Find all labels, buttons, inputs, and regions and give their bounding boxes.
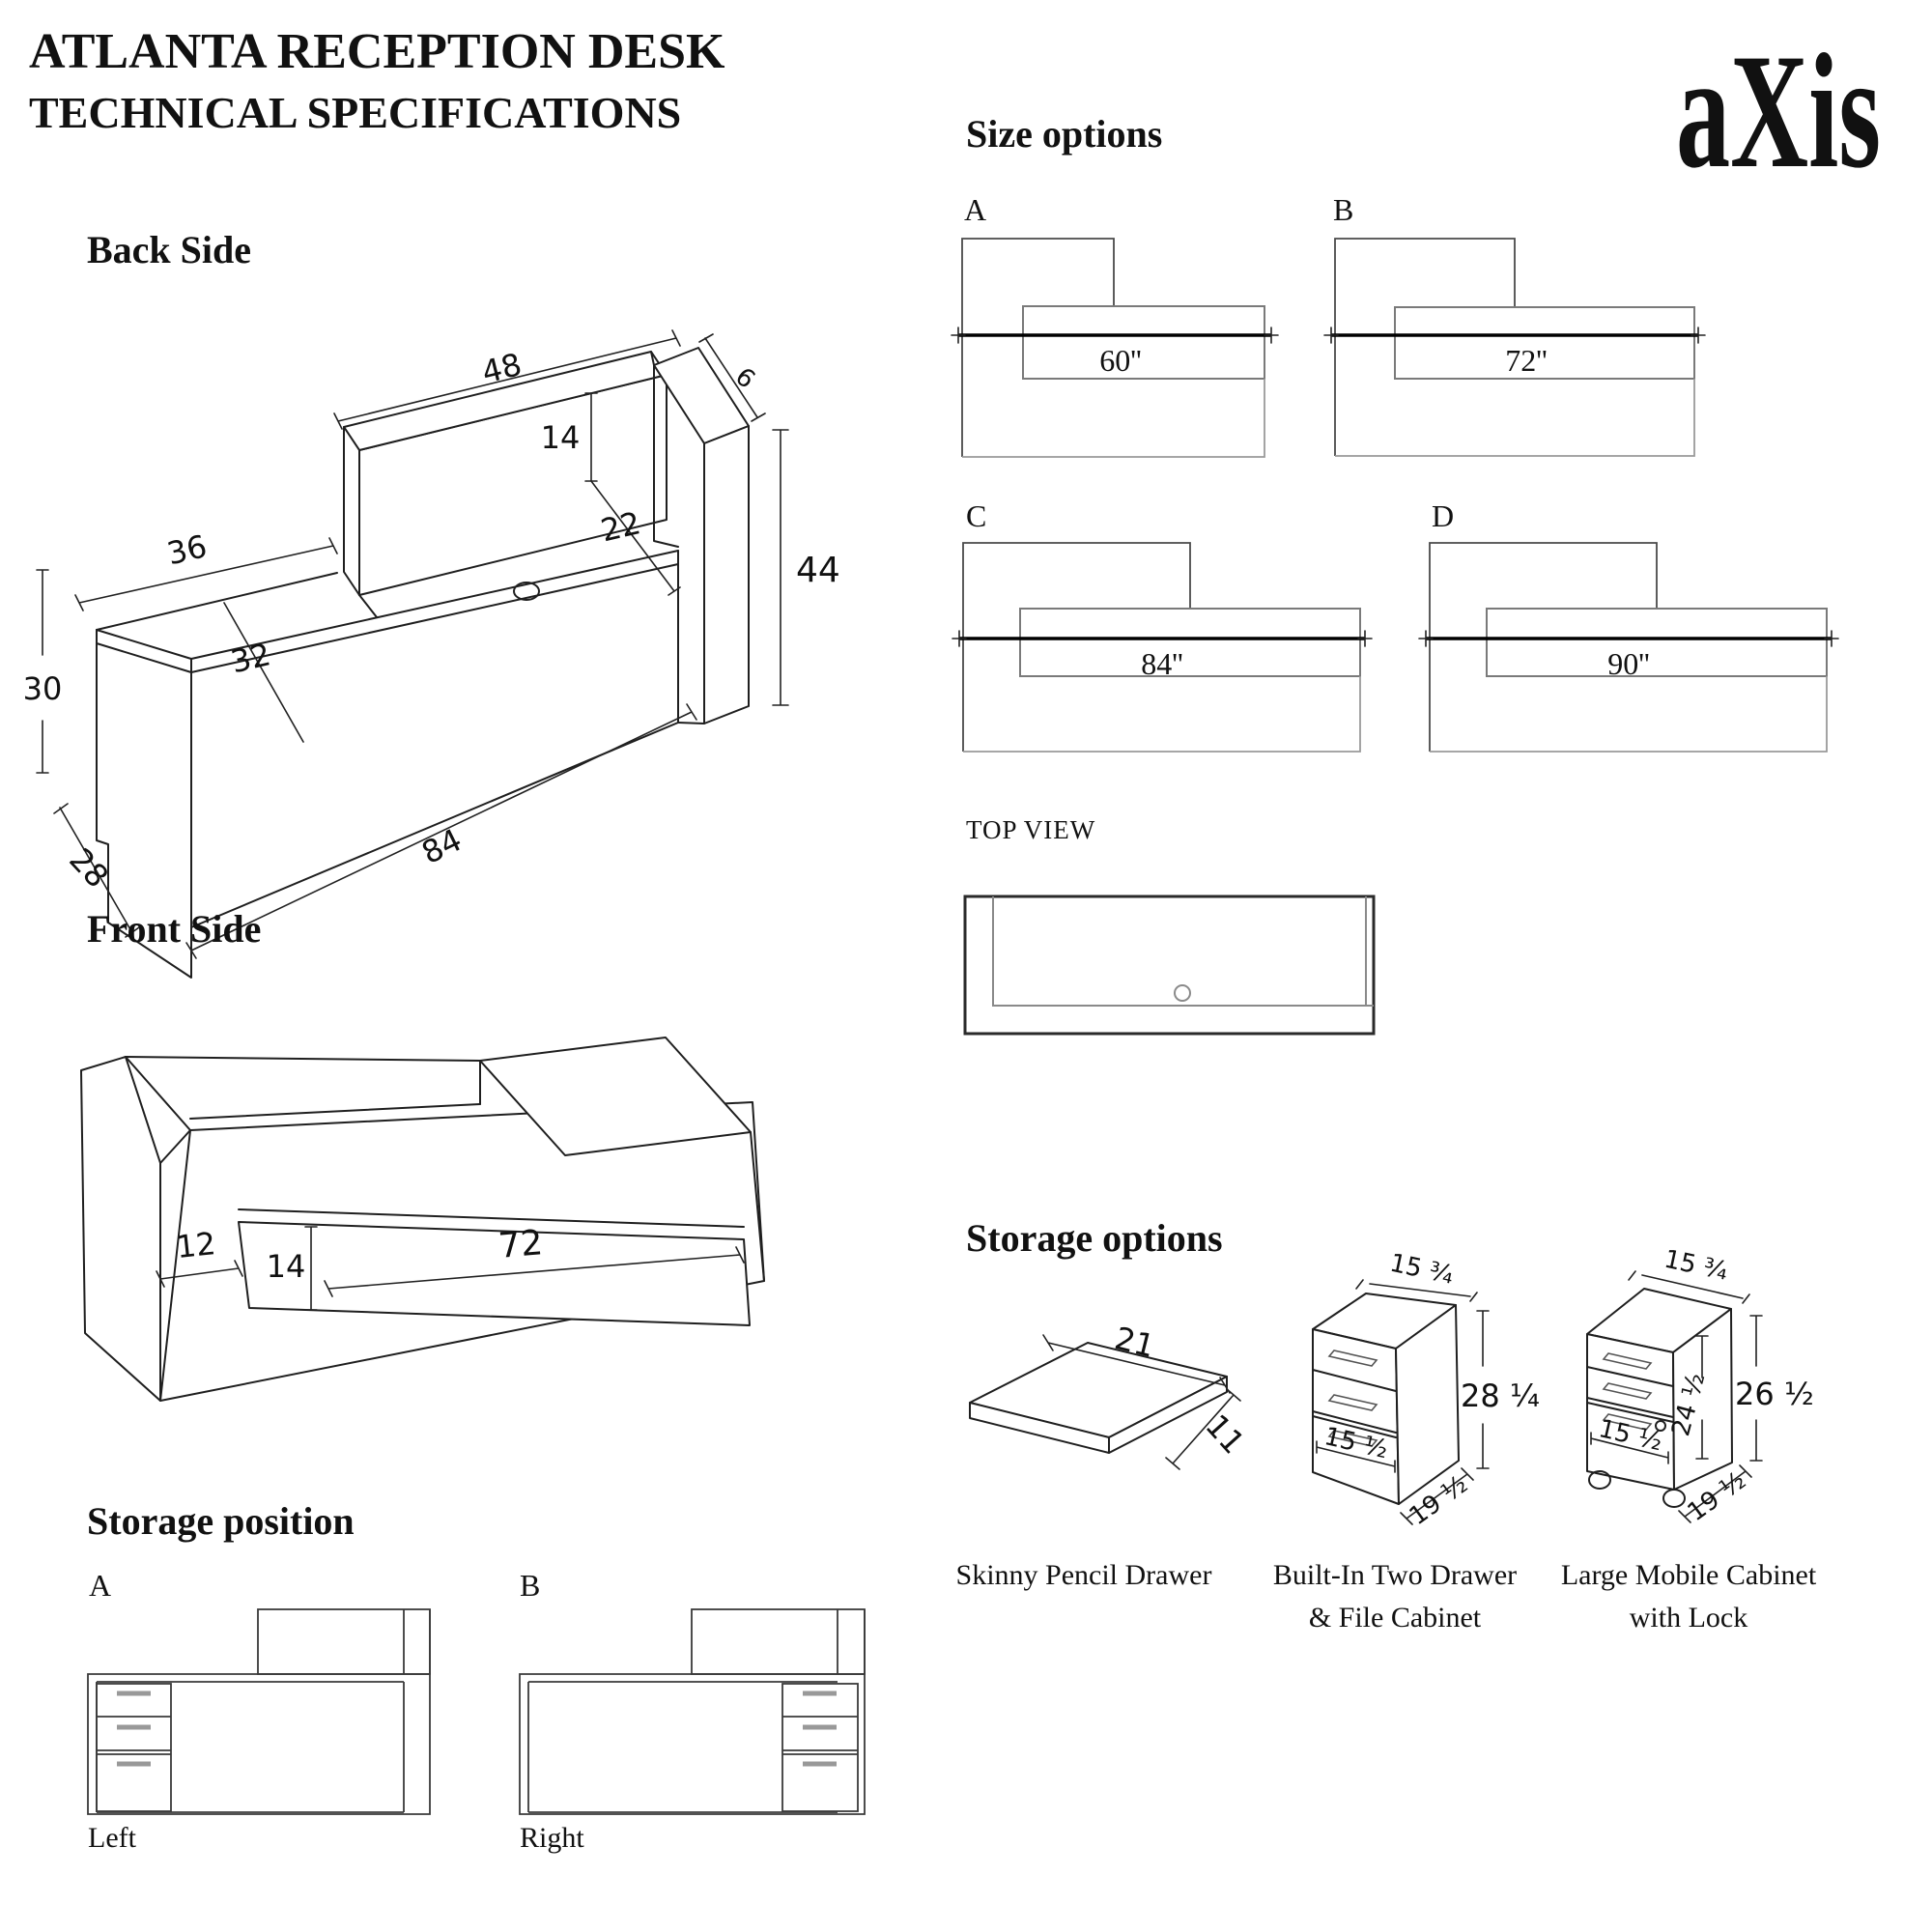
storage-item-mobile-cabinet: 15 ¾ 24 ½ 26 ½ 15 ½ 19 ½ Large Mobile Ca… (1561, 1245, 1817, 1634)
dim-6: 6 (729, 362, 760, 395)
size-option-d: D 90'' (1418, 498, 1839, 753)
dim-30: 30 (23, 670, 63, 707)
storage-item-mobile-label-1: Large Mobile Cabinet (1561, 1559, 1817, 1591)
storage-options-section: Storage options 21 11 Skinny Pencil Draw… (956, 1216, 1817, 1634)
dim-32: 32 (227, 636, 273, 680)
size-option-b-size: 72'' (1505, 343, 1548, 378)
storage-position-a-label: A (89, 1568, 111, 1603)
dim-mobile-top: 15 ¾ (1662, 1245, 1730, 1287)
top-view-section: TOP VIEW (963, 815, 1376, 1036)
storage-position-a-caption: Left (88, 1822, 137, 1854)
size-option-a-label: A (964, 192, 986, 227)
page-subtitle: TECHNICAL SPECIFICATIONS (29, 88, 681, 137)
front-side-section: Front Side 12 14 72 (80, 907, 765, 1402)
dim-builtin-top: 15 ¾ (1387, 1249, 1456, 1291)
brand-logo: aXis (1676, 20, 1881, 202)
size-option-c-label: C (966, 498, 986, 533)
storage-item-mobile-label-2: with Lock (1630, 1602, 1747, 1634)
size-option-d-size: 90'' (1607, 646, 1650, 681)
back-side-section: Back Side 48 (23, 228, 840, 979)
size-options-heading: Size options (966, 112, 1162, 156)
caster-left (1588, 1470, 1611, 1490)
size-option-c: C 84'' (952, 498, 1373, 753)
storage-item-pencil-drawer: 21 11 Skinny Pencil Drawer (956, 1320, 1252, 1591)
size-option-b: B 72'' (1323, 192, 1706, 457)
dim-front-14: 14 (267, 1248, 306, 1285)
dim-36: 36 (163, 527, 210, 572)
front-side-drawing: 12 14 72 (80, 1037, 765, 1402)
storage-position-b-caption: Right (520, 1822, 584, 1854)
page-title: ATLANTA RECEPTION DESK (29, 24, 725, 79)
size-option-c-size: 84'' (1141, 646, 1183, 681)
dim-builtin-height: 28 ¼ (1461, 1378, 1540, 1414)
storage-position-section: Storage position A Left B Right (87, 1499, 866, 1854)
front-side-heading: Front Side (87, 907, 261, 951)
size-option-d-label: D (1432, 498, 1454, 533)
storage-options-heading: Storage options (966, 1216, 1223, 1260)
dim-44: 44 (796, 551, 840, 590)
top-view-heading: TOP VIEW (966, 815, 1095, 844)
dim-mobile-height: 26 ½ (1735, 1376, 1814, 1412)
back-side-heading: Back Side (87, 228, 251, 271)
caster-right (1662, 1489, 1686, 1508)
storage-item-builtin-cabinet: 15 ¾ 28 ¼ 15 ½ 19 ½ Built-In Two Drawer … (1273, 1249, 1540, 1634)
storage-position-b-label: B (520, 1568, 540, 1603)
dim-22: 22 (597, 504, 643, 549)
storage-item-builtin-label-1: Built-In Two Drawer (1273, 1559, 1517, 1591)
size-option-a-size: 60'' (1099, 343, 1142, 378)
back-side-drawing: 48 6 14 22 36 32 30 28 84 (23, 329, 840, 979)
top-view-drawing (963, 895, 1376, 1036)
storage-item-pencil-drawer-label: Skinny Pencil Drawer (956, 1559, 1212, 1591)
grommet-hole (1174, 984, 1191, 1002)
lock-icon (1655, 1420, 1666, 1432)
size-option-b-label: B (1333, 192, 1353, 227)
storage-position-heading: Storage position (87, 1499, 355, 1543)
dim-72: 72 (497, 1223, 544, 1266)
storage-item-builtin-label-2: & File Cabinet (1309, 1602, 1482, 1634)
dim-12: 12 (175, 1225, 217, 1265)
dim-11: 11 (1198, 1407, 1251, 1462)
size-option-a: A 60'' (951, 192, 1279, 458)
size-options-section: Size options A 60'' B 72'' C (951, 112, 1839, 753)
dim-14: 14 (541, 419, 581, 456)
storage-position-b: B Right (519, 1568, 866, 1854)
storage-position-a: A Left (87, 1568, 431, 1854)
